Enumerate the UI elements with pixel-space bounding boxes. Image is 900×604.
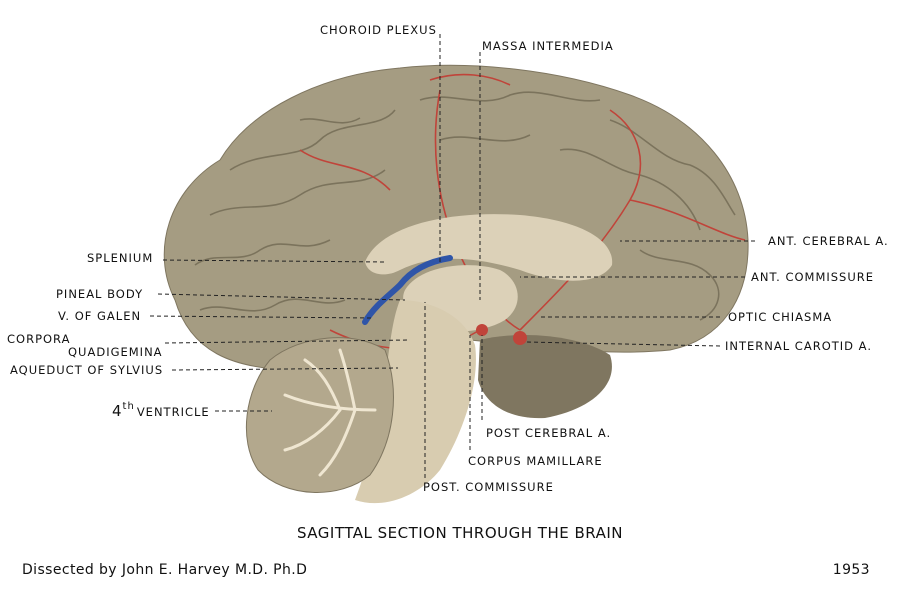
leader-v-of-galen	[149, 315, 373, 319]
corpus-callosum	[365, 214, 613, 281]
diagram-caption: SAGITTAL SECTION THROUGH THE BRAIN	[297, 524, 623, 542]
leader-corpora-quadigemina	[164, 339, 411, 344]
label-corpus-mamillare: CORPUS MAMILLARE	[468, 454, 603, 468]
fourth-ventricle-text: VENTRICLE	[137, 405, 210, 419]
posterior-cerebral-artery-section	[476, 324, 488, 336]
label-corpora: CORPORA	[7, 332, 70, 346]
label-massa-intermedia: MASSA INTERMEDIA	[482, 39, 614, 53]
fourth-ventricle-number: 4	[112, 402, 123, 420]
leader-internal-carotid-a	[524, 341, 721, 347]
label-post-commissure: POST. COMMISSURE	[423, 480, 554, 494]
label-ant-commissure: ANT. COMMISSURE	[751, 270, 874, 284]
credit-line: Dissected by John E. Harvey M.D. Ph.D	[22, 562, 307, 578]
brain-illustration	[163, 64, 749, 504]
year-label: 1953	[833, 562, 870, 578]
leader-splenium	[162, 259, 386, 263]
label-optic-chiasma: OPTIC CHIASMA	[728, 310, 832, 324]
label-pineal-body: PINEAL BODY	[56, 287, 143, 301]
label-internal-carotid-a: INTERNAL CAROTID A.	[725, 339, 872, 353]
cerebellum	[245, 337, 394, 493]
label-splenium: SPLENIUM	[87, 251, 153, 265]
label-v-of-galen: V. OF GALEN	[58, 309, 141, 323]
fourth-ventricle-superscript: th	[123, 401, 135, 412]
label-quadigemina: QUADIGEMINA	[68, 345, 163, 359]
label-aqueduct-of-sylvius: AQUEDUCT OF SYLVIUS	[10, 363, 163, 377]
leader-lines	[149, 34, 755, 478]
label-post-cerebral-a: POST CEREBRAL A.	[486, 426, 611, 440]
labels: CHOROID PLEXUS MASSA INTERMEDIA SPLENIUM…	[7, 23, 889, 494]
great-cerebral-vein	[362, 255, 453, 325]
label-choroid-plexus: CHOROID PLEXUS	[320, 23, 437, 37]
temporal-lobe	[478, 335, 612, 419]
label-ant-cerebral-a: ANT. CEREBRAL A.	[768, 234, 889, 248]
gyri-pattern	[194, 91, 736, 321]
arbor-vitae	[283, 348, 377, 477]
leader-aqueduct	[171, 367, 399, 371]
brainstem	[355, 300, 476, 504]
carotid-artery-section	[513, 331, 527, 345]
leader-pineal-body	[157, 293, 406, 301]
